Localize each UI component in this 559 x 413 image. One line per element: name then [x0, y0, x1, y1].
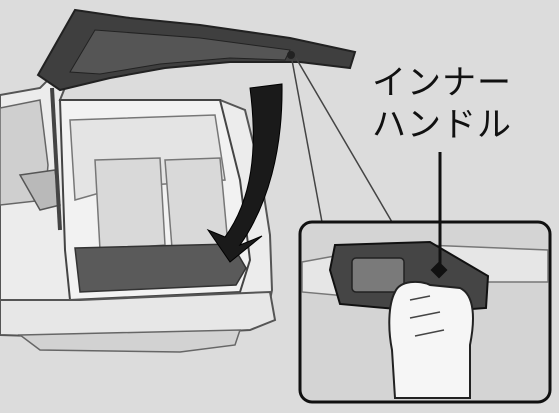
closing-arrow [206, 83, 283, 263]
finger-line [409, 295, 445, 337]
tailgate-inner [69, 29, 291, 75]
handle-recess [351, 257, 405, 293]
bumper-lower [17, 329, 242, 353]
cargo-floor [74, 243, 247, 293]
label-pointer-marker [430, 261, 448, 279]
hand [388, 280, 474, 399]
label-line-1: インナー [372, 63, 512, 103]
handle-marker [287, 51, 295, 59]
rear-bumper [0, 290, 277, 340]
gas-strut [50, 87, 62, 231]
label-line-2: ハンドル [372, 105, 512, 145]
callout-line-left [291, 59, 323, 223]
inner-handle-label: インナー ハンドル [372, 62, 542, 146]
seat-back [94, 157, 166, 251]
callout-line-right [295, 57, 393, 223]
